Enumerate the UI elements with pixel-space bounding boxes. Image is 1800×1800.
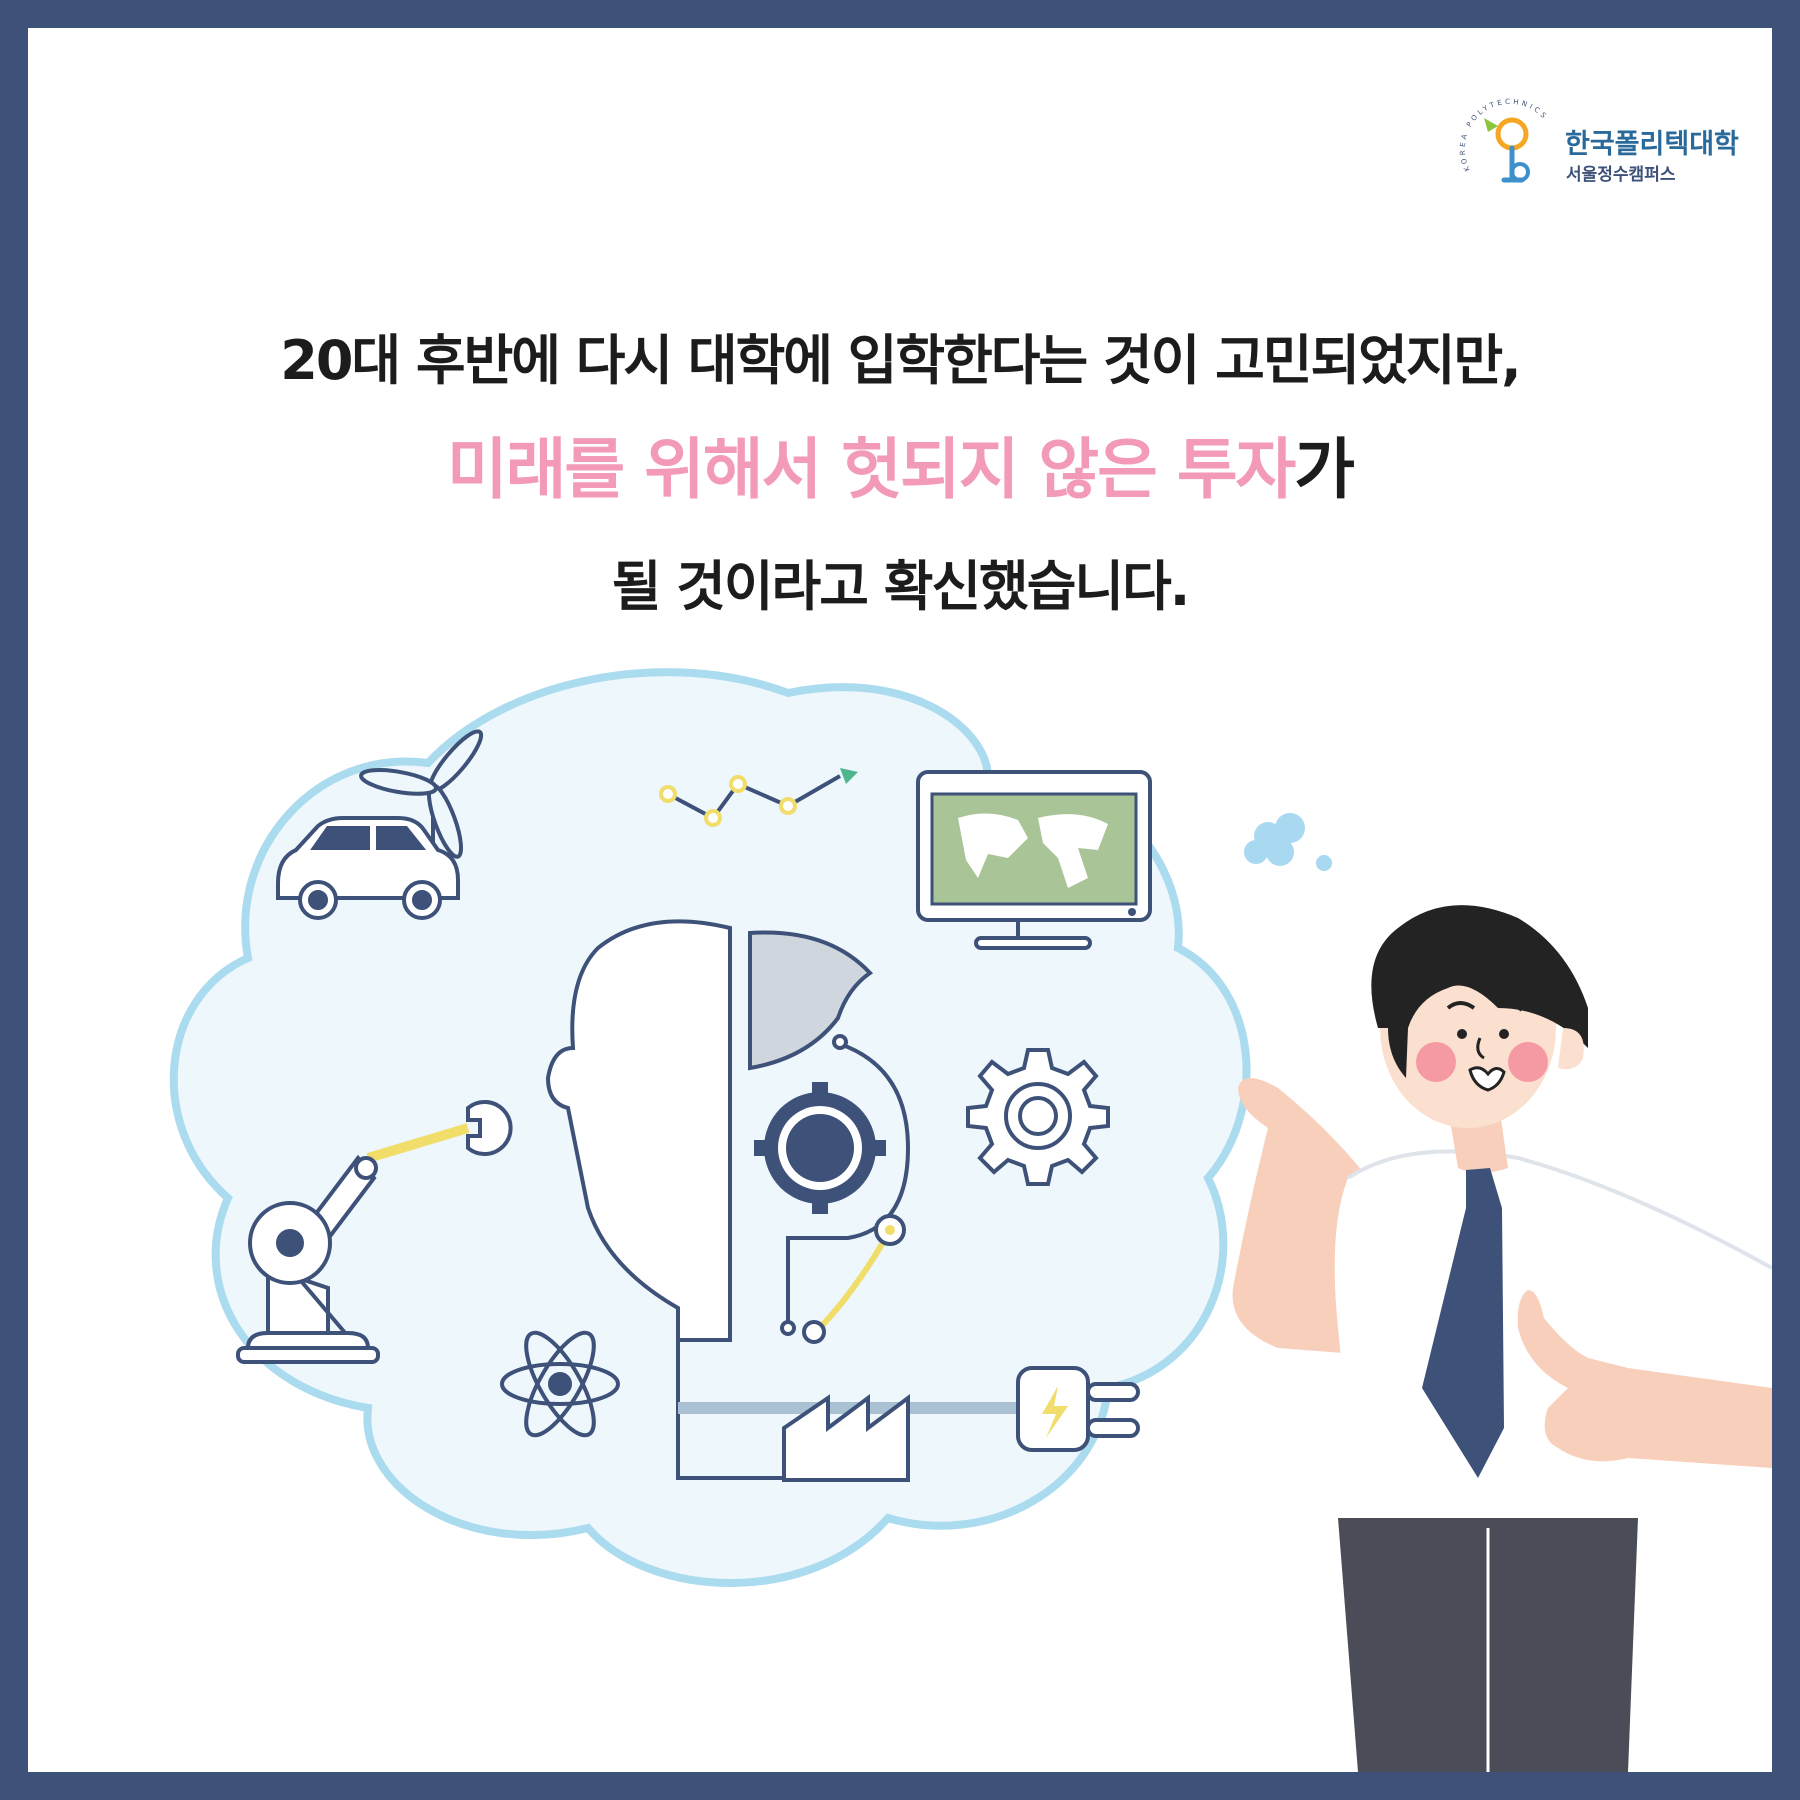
thought-bubble-icon: [1244, 813, 1332, 871]
illustration: [169, 668, 1772, 1772]
businessman-thumbs-up-icon: [1232, 905, 1772, 1772]
atom-icon: [500, 1330, 620, 1438]
polytechnics-emblem-icon: KOREA POLYTECHNICS: [1459, 98, 1546, 183]
monitor-world-map-icon: [916, 770, 1152, 950]
gear-icon: [966, 1048, 1110, 1186]
headline-line-2: 미래를 위해서 헛되지 않은 투자가: [28, 416, 1772, 512]
logo: KOREA POLYTECHNICS 한국폴리텍대학 서울정수캠퍼스: [1448, 88, 1768, 198]
factory-icon: [782, 1394, 910, 1482]
robot-arm-icon: [236, 1100, 513, 1364]
content-card: KOREA POLYTECHNICS 한국폴리텍대학 서울정수캠퍼스 20대 후…: [28, 28, 1772, 1772]
wind-turbine-icon: [359, 729, 484, 888]
logo-subtitle: 서울정수캠퍼스: [1566, 165, 1676, 185]
headline-line-2-rest: 가: [1294, 431, 1355, 508]
headline-highlight: 미래를 위해서 헛되지 않은 투자: [446, 431, 1296, 508]
logo-title: 한국폴리텍대학: [1565, 129, 1739, 160]
robot-head-icon: [545, 919, 1023, 1480]
power-plug-icon: [1016, 1366, 1140, 1452]
growth-chart-icon: [659, 768, 858, 827]
headline-line-1: 20대 후반에 다시 대학에 입학한다는 것이 고민되었지만,: [280, 329, 1521, 392]
headline-line-3: 될 것이라고 확신했습니다.: [611, 555, 1191, 618]
car-icon: [276, 816, 460, 920]
